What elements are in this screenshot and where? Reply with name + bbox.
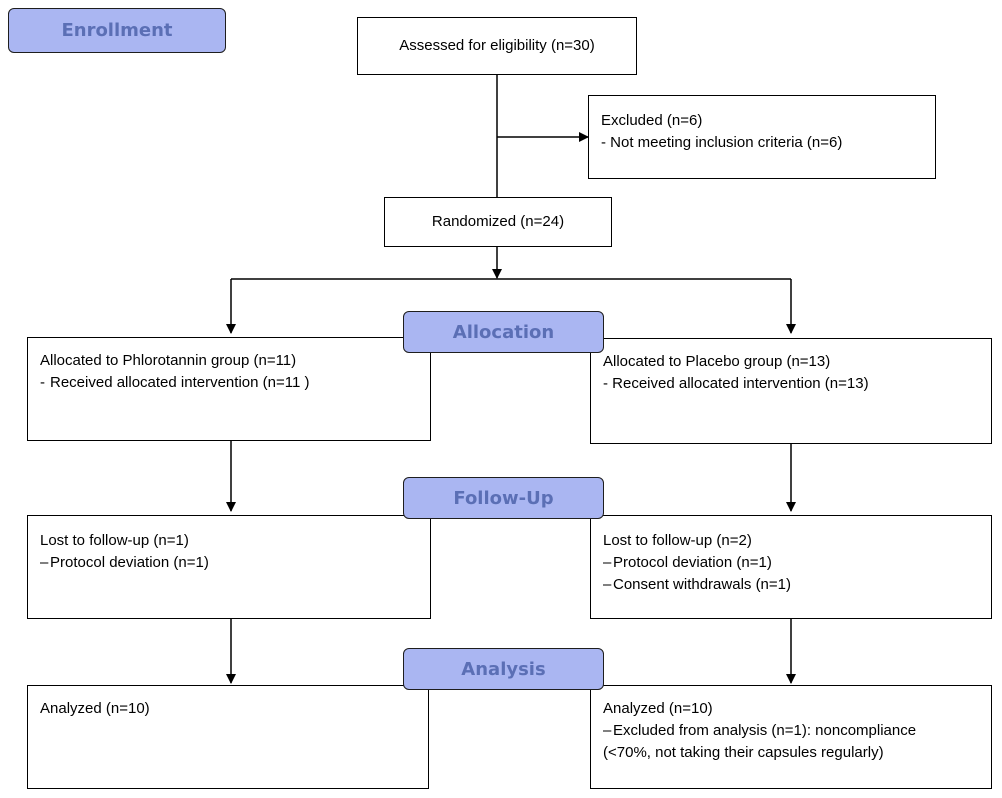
right-allocation-title: Allocated to Placebo group (n=13) (603, 353, 831, 370)
left-followup-title: Lost to follow-up (n=1) (40, 532, 189, 549)
left-analysis-box: Analyzed (n=10) (27, 685, 429, 789)
right-analysis-title: Analyzed (n=10) (603, 700, 713, 717)
bullet-dash: – (603, 722, 612, 739)
excluded-item: - Not meeting inclusion criteria (n=6) (601, 134, 843, 151)
right-followup-title: Lost to follow-up (n=2) (603, 532, 752, 549)
bullet-dash: – (603, 576, 612, 593)
right-followup-box: Lost to follow-up (n=2) –Protocol deviat… (590, 515, 992, 619)
bullet-dash: – (603, 554, 612, 571)
left-followup-box: Lost to follow-up (n=1) –Protocol deviat… (27, 515, 431, 619)
left-analysis-title: Analyzed (n=10) (40, 700, 150, 717)
randomized-text: Randomized (n=24) (431, 213, 565, 230)
assessed-box: Assessed for eligibility (n=30) (357, 17, 637, 75)
right-allocation-item: - Received allocated intervention (n=13) (603, 375, 869, 392)
right-followup-item-2: –Consent withdrawals (n=1) (603, 574, 979, 596)
left-allocation-title: Allocated to Phlorotannin group (n=11) (40, 352, 297, 369)
stage-allocation: Allocation (403, 311, 604, 353)
right-analysis-item-1: –Excluded from analysis (n=1): noncompli… (603, 720, 979, 742)
left-allocation-item: -Received allocated intervention (n=11 ) (40, 372, 418, 394)
stage-enrollment: Enrollment (8, 8, 226, 53)
right-analysis-box: Analyzed (n=10) –Excluded from analysis … (590, 685, 992, 789)
stage-analysis: Analysis (403, 648, 604, 690)
left-followup-item: –Protocol deviation (n=1) (40, 552, 418, 574)
excluded-title: Excluded (n=6) (601, 112, 703, 129)
stage-followup: Follow-Up (403, 477, 604, 519)
right-followup-item-1: –Protocol deviation (n=1) (603, 552, 979, 574)
right-allocation-box: Allocated to Placebo group (n=13) - Rece… (590, 338, 992, 444)
bullet-dash: – (40, 554, 49, 571)
right-analysis-item-2: (<70%, not taking their capsules regular… (603, 744, 884, 761)
left-allocation-box: Allocated to Phlorotannin group (n=11) -… (27, 337, 431, 441)
bullet-dash: - (40, 374, 45, 391)
randomized-box: Randomized (n=24) (384, 197, 612, 247)
excluded-box: Excluded (n=6) - Not meeting inclusion c… (588, 95, 936, 179)
assessed-text: Assessed for eligibility (n=30) (399, 37, 595, 54)
